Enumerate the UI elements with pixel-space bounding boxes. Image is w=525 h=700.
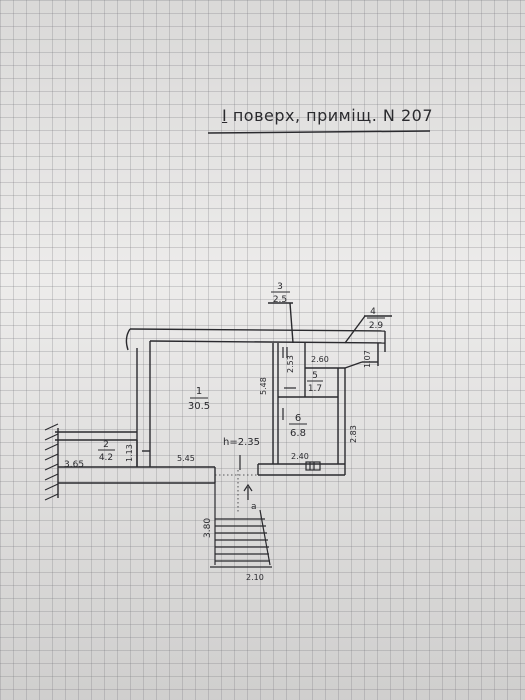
room-5-number: 5 xyxy=(312,371,318,381)
dim-107: 1.07 xyxy=(363,350,372,368)
wall-hatching xyxy=(44,423,59,501)
dim-548: 5.48 xyxy=(259,377,268,395)
title-underline xyxy=(207,130,431,134)
ceiling-height-label: h=2.35 xyxy=(223,437,260,448)
leader-room3-down xyxy=(289,302,294,344)
corner-curve xyxy=(125,328,131,351)
room-2-area: 4.2 xyxy=(99,453,113,463)
hatch-mark xyxy=(44,483,59,491)
room-3-number: 3 xyxy=(277,282,283,292)
dim-210: 2.10 xyxy=(246,573,264,582)
top-wall-outer xyxy=(129,328,386,332)
hatch-mark xyxy=(44,423,59,431)
vent-grille xyxy=(305,461,321,471)
dim-240: 2.40 xyxy=(291,452,309,461)
room5-corner xyxy=(344,361,363,369)
floor-numeral: I xyxy=(222,106,228,125)
stairs xyxy=(210,483,272,568)
room-1-area: 30.5 xyxy=(188,401,210,412)
room-4-area: 2.9 xyxy=(369,321,384,331)
plan-title: I поверх, приміщ. N 207 xyxy=(222,106,433,125)
dim-365: 3.65 xyxy=(64,460,84,470)
stair-mark: a xyxy=(251,502,257,512)
room-5-area: 1.7 xyxy=(308,384,322,394)
dim-260: 2.60 xyxy=(311,355,329,364)
room-6-area: 6.8 xyxy=(290,428,306,439)
room-3-area: 2.5 xyxy=(273,295,287,305)
fraction-bars xyxy=(98,291,385,451)
walls xyxy=(55,302,392,498)
hatch-mark xyxy=(44,433,59,441)
stair-arrow-head xyxy=(243,483,253,492)
dim-113: 1.13 xyxy=(125,444,134,462)
hatch-mark xyxy=(44,453,59,461)
opening-ticks xyxy=(239,347,321,471)
room-6-number: 6 xyxy=(295,413,301,424)
dim-283: 2.83 xyxy=(349,425,358,443)
dim-545: 5.45 xyxy=(177,454,195,463)
hatch-mark xyxy=(44,473,59,481)
hatch-mark xyxy=(44,493,59,501)
dim-380: 3.80 xyxy=(203,518,213,538)
dim-253: 2.53 xyxy=(286,355,295,373)
room-2-number: 2 xyxy=(103,440,109,450)
top-wall-inner xyxy=(149,340,386,344)
hatch-mark xyxy=(44,443,59,451)
room-4-number: 4 xyxy=(370,307,376,317)
floor-title-text: поверх, приміщ. N 207 xyxy=(232,106,433,125)
stair-right xyxy=(259,509,271,566)
room-1-number: 1 xyxy=(196,386,202,397)
leader-room4-diag xyxy=(344,315,366,344)
hatch-mark xyxy=(44,463,59,471)
opening-dashes xyxy=(215,470,258,512)
